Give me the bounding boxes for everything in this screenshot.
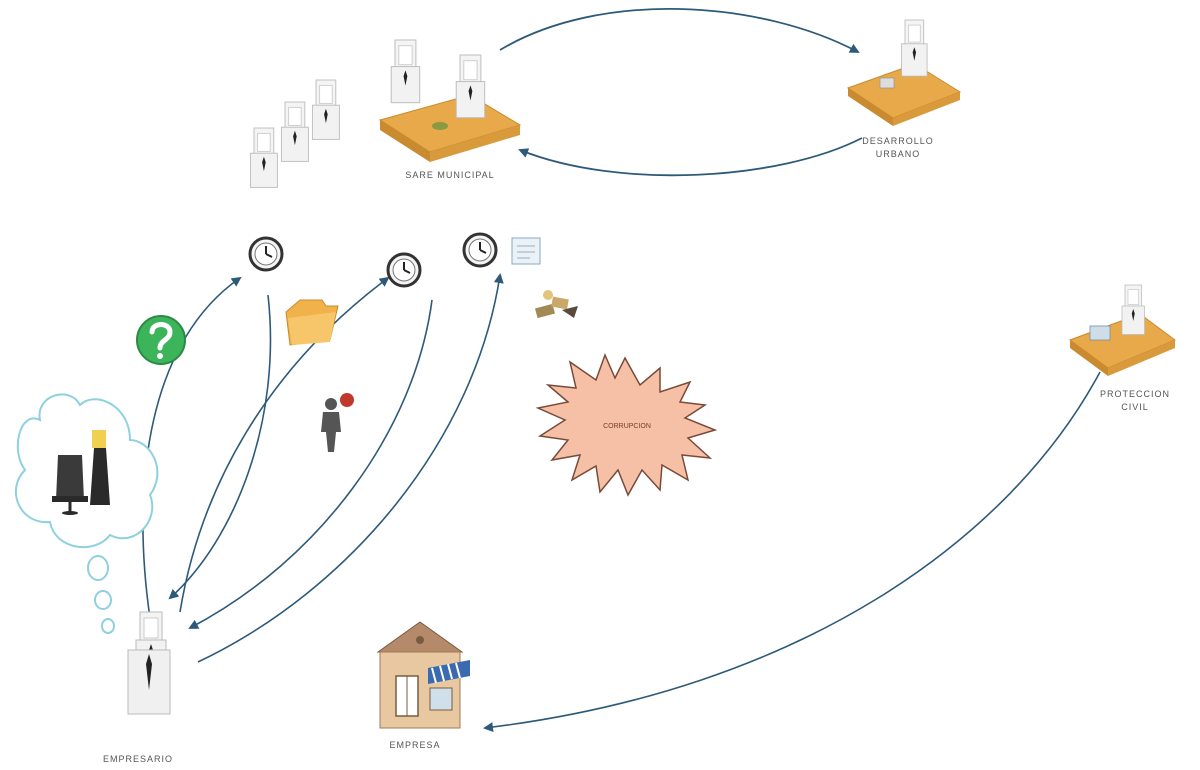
folder-icon	[285, 299, 339, 346]
civil-label-line1: PROTECCION	[1100, 389, 1170, 399]
civil-protection-office-icon	[1068, 284, 1177, 376]
urban-label-line2: URBANO	[876, 149, 921, 159]
arrow-municipal-to-urban	[499, 8, 860, 53]
help-icon	[136, 315, 186, 365]
arrow-empresario-to-clock3	[197, 273, 504, 663]
arrow-clock3-to-empresario	[188, 299, 433, 629]
civil-label-line2: CIVIL	[1121, 402, 1149, 412]
arrow-urban-to-municipal	[518, 137, 863, 177]
arrow-civil-to-empresa	[483, 371, 1101, 733]
corruption-burst-icon	[535, 352, 718, 497]
clock-icon	[386, 252, 422, 288]
urban-label-line1: DESARROLLO	[862, 136, 934, 146]
arrow-empresario-to-clock2	[179, 276, 390, 613]
clock-icon	[248, 236, 284, 272]
empresario-label: EMPRESARIO	[103, 754, 173, 764]
arrows	[142, 8, 1101, 733]
money-bribe-icon	[535, 290, 578, 319]
store-building-icon	[376, 621, 470, 729]
chair-icon	[52, 455, 88, 515]
document-icon	[511, 237, 541, 265]
thought-cloud	[14, 393, 159, 634]
municipal-label: SARE MUNICIPAL	[405, 170, 494, 180]
entrepreneur-icon	[127, 611, 171, 715]
empresa-label: EMPRESA	[389, 740, 440, 750]
burst-label: CORRUPCION	[603, 423, 651, 430]
urban-development-office-icon	[846, 19, 962, 126]
money-bag-icon	[90, 430, 110, 505]
official-person-icon	[321, 393, 354, 452]
arrow-empresario-to-clock1	[142, 276, 242, 619]
clock-icon	[462, 232, 498, 268]
municipal-office-icon	[249, 39, 522, 188]
arrow-clock1-to-empresario	[168, 294, 272, 600]
